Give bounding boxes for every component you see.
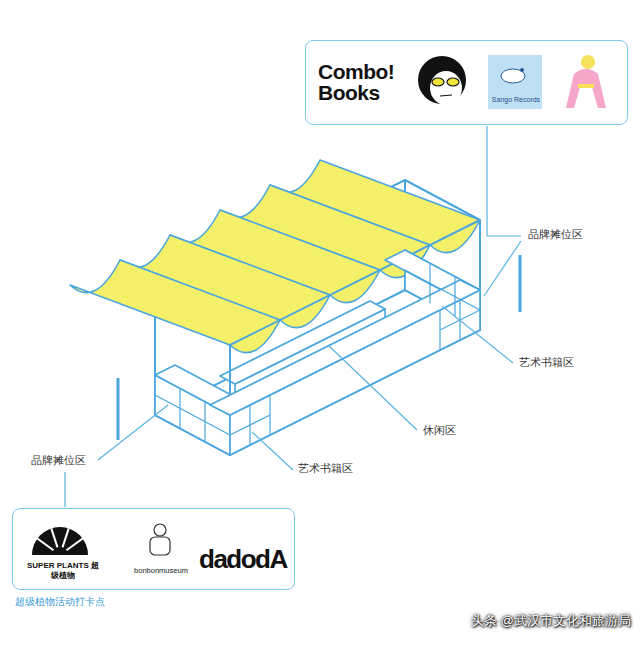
logo-panel: SUPER PLANTS 超级植物 bonbonmuseum dadodA	[12, 508, 295, 590]
logo-text: bonbonmuseum	[129, 567, 193, 575]
cube-shelf	[230, 415, 270, 435]
cube-shelf	[155, 395, 230, 435]
plant-fan-logo	[37, 528, 82, 550]
face-logo	[418, 56, 466, 104]
pink-figure-logo	[578, 84, 594, 88]
canopy	[70, 260, 280, 353]
area-label: 休闲区	[422, 424, 457, 437]
face-logo	[440, 95, 452, 96]
post-leg	[117, 378, 120, 440]
area-label: 艺术书籍区	[297, 462, 354, 475]
post-leg	[118, 255, 520, 440]
plant-fan-logo	[32, 527, 88, 555]
area-label: 品牌摊位区	[30, 454, 87, 467]
face-logo	[430, 71, 462, 105]
area-label: 艺术书籍区	[518, 356, 575, 369]
plant-fan-logo	[32, 527, 88, 555]
records-logo	[520, 68, 524, 72]
area-label: 超级植物活动打卡点	[14, 596, 106, 608]
pink-figure-logo	[566, 55, 606, 108]
leader-line	[64, 472, 65, 507]
bonbon-logo	[150, 524, 170, 555]
records-logo	[501, 69, 525, 83]
records-logo	[488, 55, 542, 109]
logo-text: dadodA	[199, 545, 287, 574]
bonbon-logo	[154, 524, 166, 536]
pink-figure-logo	[566, 69, 606, 108]
face-logo	[447, 78, 459, 86]
logo-text: Sango Records	[489, 96, 543, 104]
leader-line	[98, 405, 168, 460]
leader-line	[328, 345, 417, 430]
face-logo	[418, 56, 466, 105]
face-logo	[432, 78, 444, 86]
book-counter	[230, 290, 480, 455]
leader-line	[442, 306, 513, 363]
cube-shelf	[405, 270, 480, 310]
plant-fan-logo	[51, 528, 57, 547]
plant-fan-logo	[63, 528, 69, 547]
pink-figure-logo	[581, 55, 595, 69]
leader-line	[484, 241, 521, 296]
leader-line	[487, 126, 521, 236]
logo-text: SUPER PLANTS 超级植物	[27, 561, 99, 581]
logo-panel: Combo! BooksSango Records	[305, 40, 628, 125]
plant-fan-logo	[67, 539, 83, 551]
post-leg	[519, 255, 522, 312]
watermark: 头条 @武汉市文化和旅游局	[470, 613, 632, 629]
book-counter	[210, 280, 480, 415]
leader-line	[65, 126, 521, 507]
records-logo	[488, 55, 542, 109]
logo-text: Combo! Books	[318, 61, 404, 103]
book-counter	[155, 250, 480, 455]
leader-line	[252, 432, 293, 470]
plant-fan-logo	[37, 539, 53, 551]
area-label: 品牌摊位区	[527, 228, 584, 241]
bonbon-logo	[150, 537, 170, 555]
cube-shelf	[155, 263, 480, 445]
